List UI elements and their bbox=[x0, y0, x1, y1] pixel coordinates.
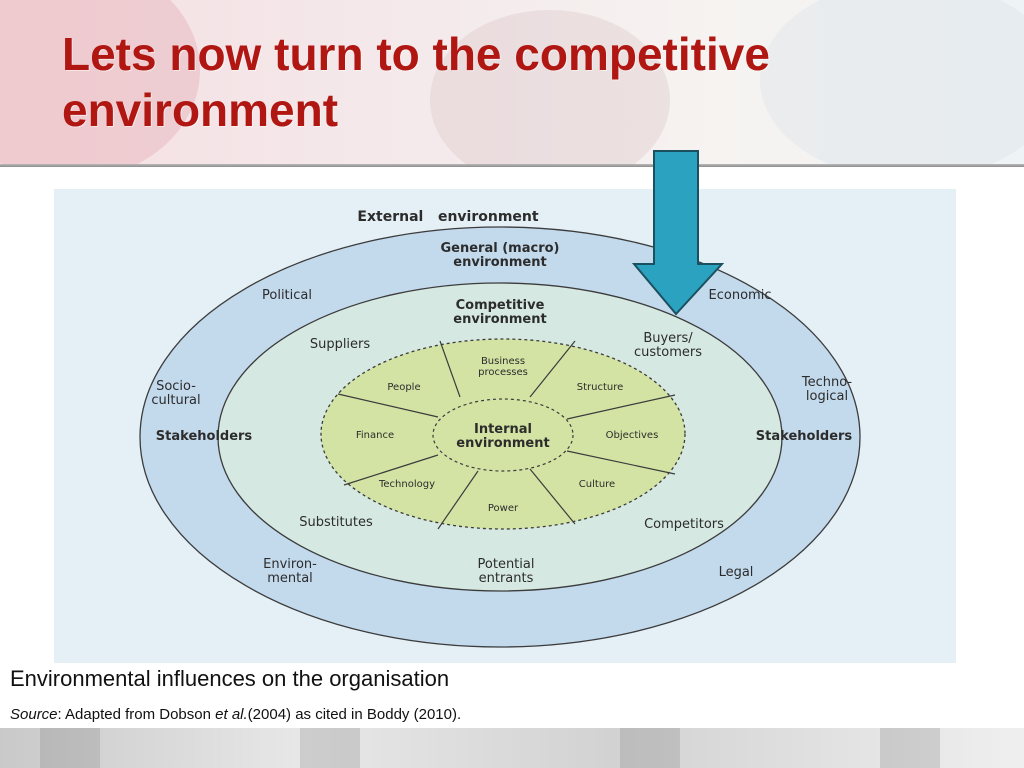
objectives-label: Objectives bbox=[606, 430, 659, 441]
figure-source: Source: Adapted from Dobson et al.(2004)… bbox=[10, 706, 461, 723]
competitive-environment-label: environment bbox=[453, 312, 546, 327]
potential-entrants-label: Potential bbox=[478, 557, 535, 572]
general-environment-label: environment bbox=[453, 255, 546, 270]
spoke bbox=[529, 340, 576, 398]
competitive-environment-label: Competitive bbox=[456, 298, 545, 313]
internal-spokes bbox=[337, 340, 676, 530]
header-decoration bbox=[0, 0, 200, 165]
down-arrow-icon bbox=[632, 150, 724, 316]
people-label: People bbox=[387, 382, 420, 393]
stakeholders-left-label: Stakeholders bbox=[156, 429, 253, 444]
footer-decoration bbox=[40, 728, 100, 768]
spoke bbox=[566, 450, 676, 475]
stakeholders-right-label: Stakeholders bbox=[756, 429, 853, 444]
figure-caption: Environmental influences on the organisa… bbox=[10, 666, 450, 691]
environmental-label: Environ- bbox=[263, 557, 317, 572]
culture-label: Culture bbox=[579, 479, 615, 490]
competitors-label: Competitors bbox=[644, 517, 724, 532]
economic-label: Economic bbox=[709, 288, 772, 303]
environmental-label: mental bbox=[267, 571, 313, 586]
slide-title-line-2: environment bbox=[62, 84, 339, 136]
source-text: : Adapted from Dobson bbox=[57, 706, 216, 723]
environment-diagram: External environment General (macro) env… bbox=[139, 209, 861, 648]
internal-environment-label: environment bbox=[456, 436, 549, 451]
spoke bbox=[529, 468, 576, 525]
business-processes-label: processes bbox=[478, 367, 528, 378]
source-label: Source bbox=[10, 706, 58, 723]
internal-core bbox=[432, 398, 574, 472]
power-label: Power bbox=[488, 503, 519, 514]
slide-title: Lets now turn to the competitive environ… bbox=[62, 26, 962, 138]
suppliers-label: Suppliers bbox=[310, 337, 371, 352]
header-decoration bbox=[760, 0, 1024, 165]
footer-banner bbox=[0, 728, 1024, 768]
potential-entrants-label: entrants bbox=[479, 571, 534, 586]
socio-cultural-label: Socio- bbox=[156, 379, 196, 394]
spoke bbox=[439, 340, 461, 398]
diagram-panel: External environment General (macro) env… bbox=[54, 189, 956, 663]
structure-label: Structure bbox=[577, 382, 624, 393]
source-citation: (2004) as cited in Boddy (2010). bbox=[247, 706, 462, 723]
header-decoration bbox=[430, 10, 670, 165]
technological-label: logical bbox=[806, 389, 848, 404]
legal-label: Legal bbox=[719, 565, 754, 580]
substitutes-label: Substitutes bbox=[299, 515, 373, 530]
arrow-shape bbox=[632, 150, 724, 316]
finance-label: Finance bbox=[356, 430, 394, 441]
general-environment-label: General (macro) bbox=[441, 241, 560, 256]
business-processes-label: Business bbox=[481, 356, 525, 367]
political-label: Political bbox=[262, 288, 312, 303]
buyers-label: customers bbox=[634, 345, 702, 360]
source-et-al: et al. bbox=[215, 706, 248, 723]
footer-decoration bbox=[880, 728, 940, 768]
technological-label: Techno- bbox=[801, 375, 853, 390]
spoke bbox=[437, 470, 479, 530]
spoke bbox=[566, 394, 676, 420]
footer-decoration bbox=[300, 728, 360, 768]
technology-label: Technology bbox=[378, 479, 435, 490]
spoke bbox=[337, 393, 439, 418]
socio-cultural-label: cultural bbox=[151, 393, 200, 408]
header-banner bbox=[0, 0, 1024, 165]
header-divider bbox=[0, 164, 1024, 167]
internal-environment-label: Internal bbox=[474, 422, 532, 437]
footer-decoration bbox=[620, 728, 680, 768]
spoke bbox=[343, 454, 439, 486]
external-environment-label: External environment bbox=[357, 209, 538, 225]
buyers-label: Buyers/ bbox=[643, 331, 693, 346]
slide-title-line-1: Lets now turn to the competitive bbox=[62, 28, 770, 80]
